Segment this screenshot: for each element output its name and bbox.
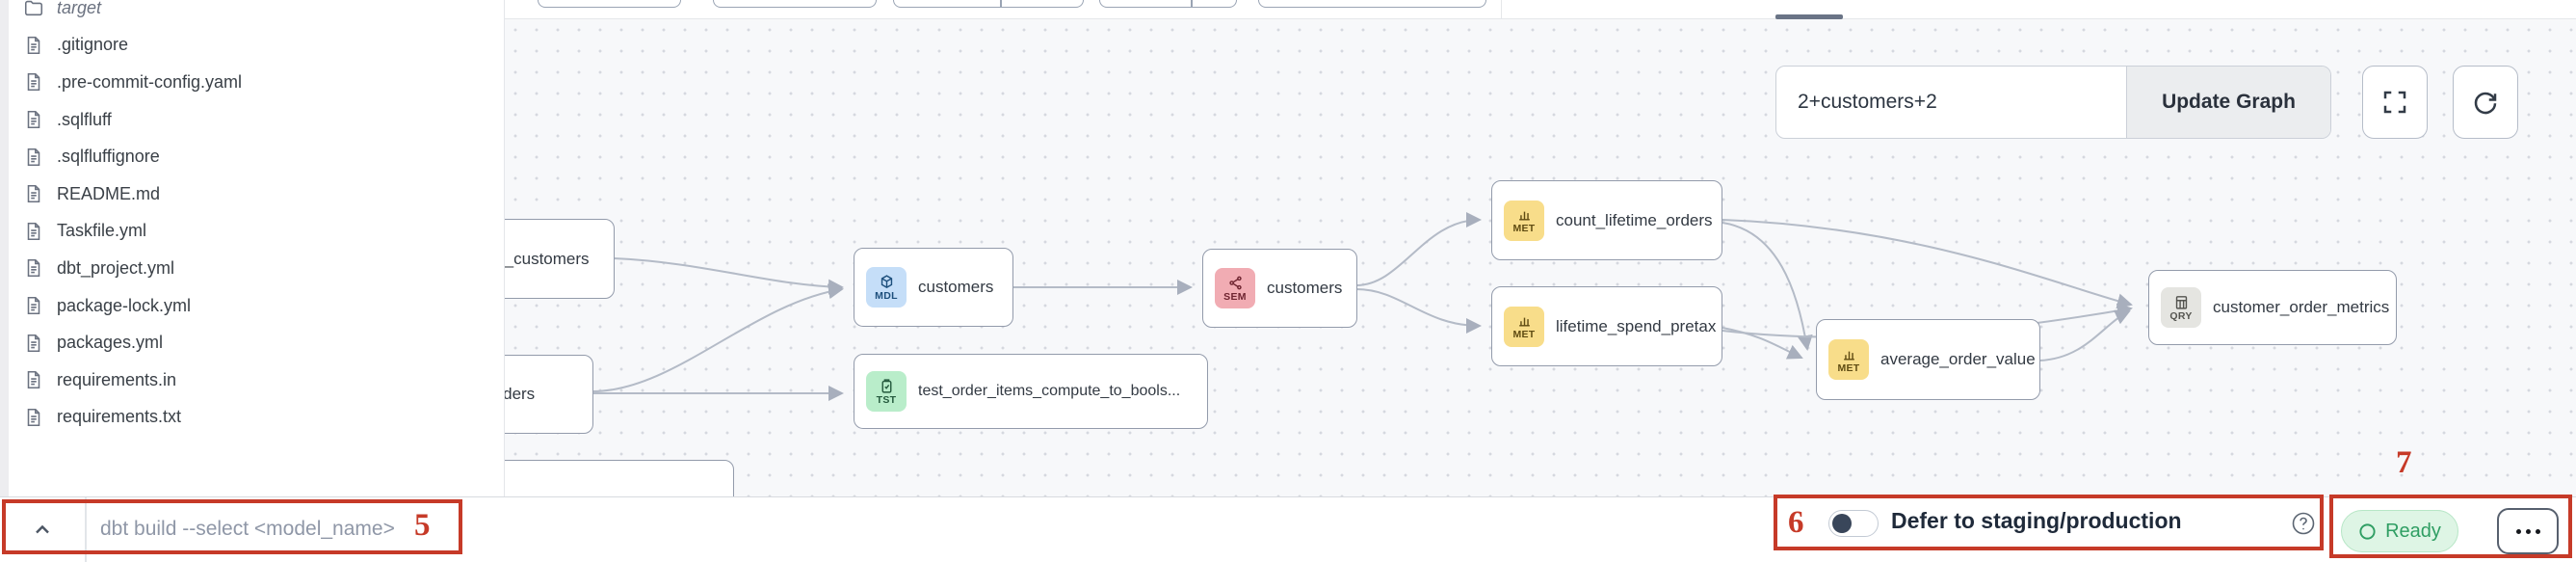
file-row-target[interactable]: target <box>0 0 504 27</box>
file-row[interactable]: requirements.in <box>0 361 504 399</box>
model-icon: MDL <box>866 267 907 308</box>
toolbar-button-cutoff[interactable] <box>1258 0 1486 8</box>
toolbar-button-cutoff[interactable] <box>713 0 877 8</box>
status-badge-ready[interactable]: Ready <box>2341 510 2458 552</box>
node-average-order-value[interactable]: MET average_order_value <box>1816 319 2040 400</box>
toolbar-button-cutoff[interactable] <box>538 0 681 8</box>
file-icon <box>27 259 40 278</box>
node-lifetime-spend-pretax[interactable]: MET lifetime_spend_pretax <box>1491 286 1722 366</box>
file-icon <box>27 222 40 240</box>
toolbar-button-cutoff[interactable] <box>893 0 1084 8</box>
command-bar-divider <box>85 497 87 562</box>
folder-icon <box>24 1 43 16</box>
status-circle-icon <box>2359 522 2376 540</box>
help-icon[interactable] <box>2291 511 2316 536</box>
file-row[interactable]: .gitignore <box>0 27 504 65</box>
node-customers-semantic[interactable]: SEM customers <box>1202 249 1357 328</box>
file-icon <box>27 334 40 352</box>
update-graph-button[interactable]: Update Graph <box>2126 67 2330 138</box>
node-customer-order-metrics[interactable]: QRY customer_order_metrics <box>2148 270 2397 345</box>
file-row[interactable]: dbt_project.yml <box>0 250 504 287</box>
node-count-lifetime-orders[interactable]: MET count_lifetime_orders <box>1491 180 1722 260</box>
more-options-button[interactable] <box>2497 508 2559 554</box>
file-icon <box>27 147 40 166</box>
sidebar-gutter <box>0 0 9 496</box>
dbt-command-input[interactable] <box>100 509 408 549</box>
saved-query-icon: QRY <box>2161 287 2201 328</box>
file-icon <box>27 408 40 426</box>
file-icon <box>27 185 40 203</box>
chevron-up-icon <box>36 524 49 534</box>
graph-selector-input[interactable] <box>1776 67 2126 138</box>
fullscreen-button[interactable] <box>2362 66 2428 139</box>
file-row[interactable]: Taskfile.yml <box>0 213 504 251</box>
tab-indicator <box>1775 14 1843 19</box>
refresh-button[interactable] <box>2453 66 2518 139</box>
metric-icon: MET <box>1828 339 1869 380</box>
toggle-knob <box>1832 513 1852 533</box>
test-icon: TST <box>866 371 907 412</box>
file-row[interactable]: .sqlfluff <box>0 101 504 139</box>
file-row[interactable]: requirements.txt <box>0 399 504 437</box>
file-row[interactable]: .sqlfluffignore <box>0 138 504 175</box>
metric-icon: MET <box>1504 306 1544 347</box>
file-row[interactable]: .pre-commit-config.yaml <box>0 64 504 101</box>
defer-label: Defer to staging/production <box>1891 508 2182 533</box>
file-icon <box>27 111 40 129</box>
semantic-model-icon: SEM <box>1215 268 1255 308</box>
file-explorer-sidebar: target .gitignore .pre-commit-config.yam… <box>0 0 505 496</box>
metric-icon: MET <box>1504 200 1544 241</box>
command-bar <box>0 496 2576 562</box>
file-icon <box>27 73 40 92</box>
file-icon <box>27 36 40 54</box>
file-row[interactable]: packages.yml <box>0 324 504 361</box>
graph-selector-group: Update Graph <box>1775 66 2331 139</box>
node-customers-model[interactable]: MDL customers <box>854 248 1013 327</box>
toolbar-button-cutoff[interactable] <box>1099 0 1237 8</box>
file-icon <box>27 297 40 315</box>
refresh-icon <box>2474 92 2497 115</box>
ellipsis-icon <box>2515 528 2521 534</box>
collapse-panel-button[interactable] <box>21 511 64 549</box>
file-icon <box>27 371 40 389</box>
defer-toggle[interactable] <box>1828 510 1879 537</box>
panel-divider <box>1501 0 1502 19</box>
top-toolbar-strip <box>505 0 2576 19</box>
file-row[interactable]: package-lock.yml <box>0 287 504 325</box>
node-test-order-items[interactable]: TST test_order_items_compute_to_bools... <box>854 354 1208 429</box>
file-tree: target .gitignore .pre-commit-config.yam… <box>0 0 504 436</box>
file-row[interactable]: README.md <box>0 175 504 213</box>
fullscreen-icon <box>2383 91 2406 114</box>
